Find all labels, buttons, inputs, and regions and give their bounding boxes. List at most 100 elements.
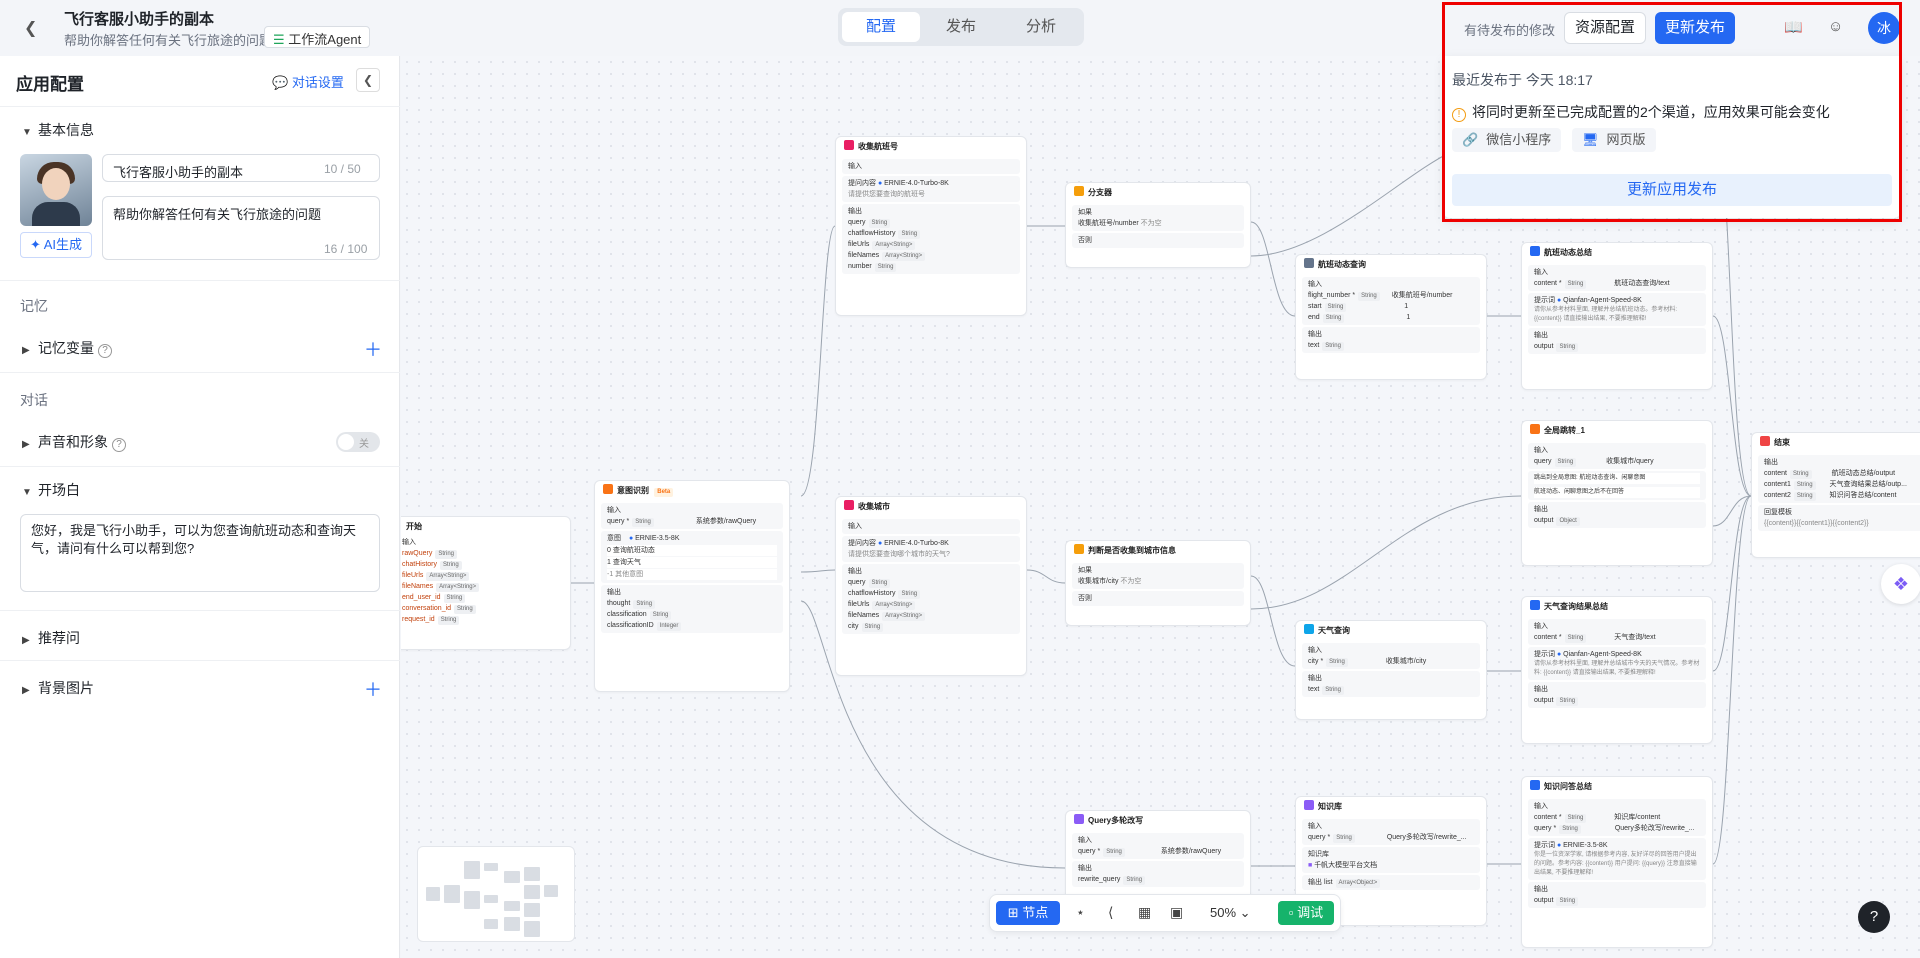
param-name: query — [1534, 458, 1552, 465]
resource-config-button[interactable]: 资源配置 — [1564, 12, 1646, 44]
feedback-icon[interactable]: ☺ — [1828, 18, 1844, 35]
node-flight-query[interactable]: 航班动态查询 输入 flight_number *String 收集航班号/nu… — [1295, 254, 1487, 380]
update-publish-button[interactable]: 更新发布 — [1655, 12, 1735, 44]
section-background[interactable]: ▶背景图片 — [22, 678, 94, 698]
param-name: output — [1534, 897, 1554, 904]
section-opening[interactable]: ▼开场白 — [22, 480, 80, 500]
node-title: Query多轮改写 — [1088, 816, 1144, 825]
intent-option[interactable]: -1 其他意图 — [607, 569, 777, 580]
condition-label: 如果 — [1078, 209, 1092, 216]
help-icon[interactable]: ? — [98, 344, 112, 358]
add-node-button[interactable]: ⊞ 节点 — [996, 901, 1060, 925]
publish-popover: 最近发布于 今天 18:17 !将同时更新至已完成配置的2个渠道，应用效果可能会… — [1444, 56, 1900, 218]
param-name: output — [1534, 697, 1554, 704]
minimap-block — [444, 885, 460, 903]
condition-op: 不为空 — [1140, 220, 1162, 227]
node-section-label: 输入 — [1308, 647, 1322, 654]
divider — [0, 106, 400, 107]
chat-settings-link[interactable]: 💬 对话设置 — [272, 72, 344, 91]
node-intent[interactable]: 意图识别 Beta 输入 query *String 系统参数/rawQuery… — [594, 480, 790, 692]
intent-option[interactable]: 0 查询航班动态 — [607, 545, 777, 556]
assistant-logo-icon[interactable]: ❖ — [1881, 564, 1920, 604]
help-icon[interactable]: ? — [112, 438, 126, 452]
fit-view-icon[interactable]: ▣ — [1170, 904, 1184, 920]
edge — [1250, 221, 1296, 317]
param-row: query *String 系统参数/rawQuery — [607, 516, 777, 527]
section-memory-vars[interactable]: ▶记忆变量? — [22, 338, 112, 358]
voice-toggle[interactable]: 关 — [336, 432, 380, 452]
param-name: query * — [1308, 834, 1331, 841]
param-name: query — [848, 219, 866, 226]
edge-style-icon[interactable]: ⟨ — [1108, 904, 1114, 920]
param-type: Object — [1556, 517, 1580, 526]
tab-publish[interactable]: 发布 — [945, 18, 976, 35]
layout-icon[interactable]: ⋆ — [1076, 904, 1085, 920]
grid-icon[interactable]: ▦ — [1138, 904, 1152, 920]
minimap[interactable] — [417, 846, 575, 942]
app-name-input[interactable]: 飞行客服小助手的副本 — [102, 154, 380, 182]
zoom-select[interactable]: 50% ⌄ — [1210, 905, 1251, 921]
condition-var: 收集航班号/number — [1078, 220, 1139, 227]
node-branch-city[interactable]: 判断是否收集到城市信息 如果收集城市/city 不为空 否则 — [1065, 540, 1251, 626]
user-avatar[interactable]: 冰 — [1868, 12, 1900, 44]
param-name: number — [848, 263, 872, 270]
plus-square-icon: ⊞ — [1007, 905, 1019, 920]
node-kb-summary[interactable]: 知识问答总结 输入 content *String 知识库/content qu… — [1521, 776, 1713, 948]
zoom-value: 50% — [1210, 905, 1237, 920]
add-background-icon[interactable]: ＋ — [364, 680, 382, 700]
tab-config[interactable]: 配置 — [842, 12, 920, 42]
intent-option[interactable]: 1 查询天气 — [607, 557, 777, 568]
param-type: Integer — [656, 622, 682, 631]
node-branch-flight[interactable]: 分支器 如果收集航班号/number 不为空 否则 — [1065, 182, 1251, 268]
param-name: list — [1323, 879, 1333, 886]
update-app-publish-button[interactable]: 更新应用发布 — [1452, 174, 1892, 206]
node-section-label: 意图 — [607, 535, 621, 542]
back-arrow-icon[interactable]: ❮ — [24, 20, 38, 37]
jump-icon — [1530, 424, 1540, 434]
section-voice[interactable]: ▶声音和形象? — [22, 432, 126, 452]
collapse-sidebar-button[interactable]: ❮ — [356, 68, 380, 92]
jump-option[interactable]: 跳出到全局意图: 航班动态查询、闲聊意图 — [1534, 473, 1700, 484]
node-title: 航班动态总结 — [1544, 248, 1592, 257]
kb-item: 千帆大模型平台文档 — [1314, 862, 1378, 869]
app-avatar[interactable] — [20, 154, 92, 226]
book-icon[interactable]: 📖 — [1784, 19, 1803, 36]
link-icon: 🔗 — [1462, 132, 1479, 147]
section-basic-info[interactable]: ▼基本信息 — [22, 120, 94, 140]
tab-analysis[interactable]: 分析 — [1025, 18, 1056, 35]
param-name: query — [848, 579, 866, 586]
end-icon — [1760, 436, 1770, 446]
debug-button[interactable]: ▫ 调试 — [1278, 901, 1334, 925]
node-section-label: 提问内容 — [848, 180, 876, 187]
app-desc-value: 帮助你解答任何有关飞行旅途的问题 — [113, 207, 322, 222]
param-type: Array<String> — [882, 252, 926, 261]
minimap-block — [464, 861, 480, 879]
add-memory-var-icon[interactable]: ＋ — [364, 340, 382, 360]
param-type: Array<String> — [436, 583, 480, 592]
param-type: String — [868, 219, 891, 228]
branch-icon — [1074, 544, 1084, 554]
node-collect-city[interactable]: 收集城市 输入 提问内容 ● ERNIE-4.0-Turbo-8K 请提供您要查… — [835, 496, 1027, 676]
node-section-label: 提示词 — [1534, 651, 1555, 658]
opening-text-input[interactable]: 您好，我是飞行小助手，可以为您查询航班动态和查询天气，请问有什么可以帮到您? — [20, 514, 380, 592]
help-question-icon[interactable]: ? — [1858, 901, 1890, 933]
node-collect-flight[interactable]: 收集航班号 输入 提问内容 ● ERNIE-4.0-Turbo-8K 请提供您要… — [835, 136, 1027, 316]
param-name: query * — [607, 518, 630, 525]
app-desc-input[interactable]: 帮助你解答任何有关飞行旅途的问题 — [102, 196, 380, 260]
jump-option[interactable]: 航班动态、闲聊意图之后不在回答 — [1534, 487, 1700, 498]
ai-generate-button[interactable]: ✦ AI生成 — [20, 232, 92, 258]
model-name: ERNIE-3.5-8K — [1563, 842, 1608, 849]
model-icon: ● — [628, 535, 634, 542]
section-basic-info-label: 基本信息 — [38, 122, 94, 138]
doc-icon: ■ — [1308, 862, 1313, 869]
section-recommend[interactable]: ▶推荐问 — [22, 628, 80, 648]
param-ref: 系统参数/rawQuery — [695, 518, 757, 525]
